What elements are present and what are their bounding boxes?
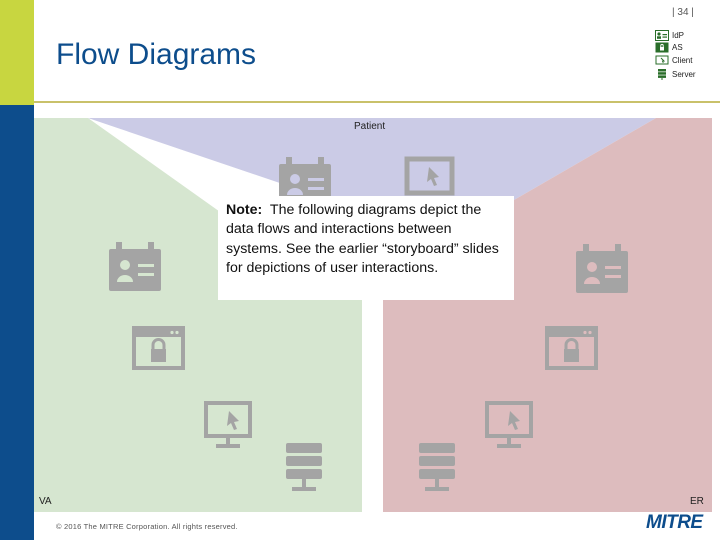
er-region (383, 118, 712, 512)
page-number: | 34 | (672, 7, 694, 18)
cursor-window-icon (655, 55, 669, 64)
accent-bar-top (0, 0, 34, 105)
legend-item-server: Server (655, 68, 696, 80)
accent-bar-bottom (0, 105, 34, 540)
cursor-window-icon (485, 401, 533, 448)
id-card-icon (655, 29, 669, 41)
copyright-footer: © 2016 The MITRE Corporation. All rights… (56, 522, 238, 531)
note-body: The following diagrams depict the data f… (226, 202, 499, 276)
mitre-logo: MITRE (646, 512, 703, 533)
va-region (34, 118, 362, 512)
note-box: Note: The following diagrams depict the … (218, 196, 514, 300)
cursor-window-icon (204, 401, 252, 448)
patient-region (88, 118, 656, 200)
legend-item-idp: IdP (655, 29, 684, 41)
va-label: VA (39, 496, 52, 507)
legend-item-as: AS (655, 41, 683, 53)
server-icon (286, 443, 322, 491)
lock-window-icon (132, 326, 185, 370)
legend-label: Server (672, 69, 696, 79)
id-card-icon (109, 242, 161, 291)
id-card-icon (279, 157, 331, 204)
lock-window-icon (545, 326, 598, 370)
legend-label: AS (672, 42, 683, 52)
server-icon (658, 68, 666, 80)
id-card-icon (576, 244, 628, 293)
patient-label: Patient (354, 121, 386, 132)
legend-label: Client (672, 55, 693, 65)
server-icon (419, 443, 455, 491)
note-heading: Note: (226, 202, 263, 218)
er-label: ER (690, 496, 704, 507)
title-divider (34, 101, 720, 103)
lock-window-icon (655, 42, 669, 52)
cursor-window-icon (404, 156, 455, 196)
page-title: Flow Diagrams (56, 38, 257, 71)
legend-item-client: Client (655, 54, 692, 66)
legend-label: IdP (672, 30, 685, 40)
